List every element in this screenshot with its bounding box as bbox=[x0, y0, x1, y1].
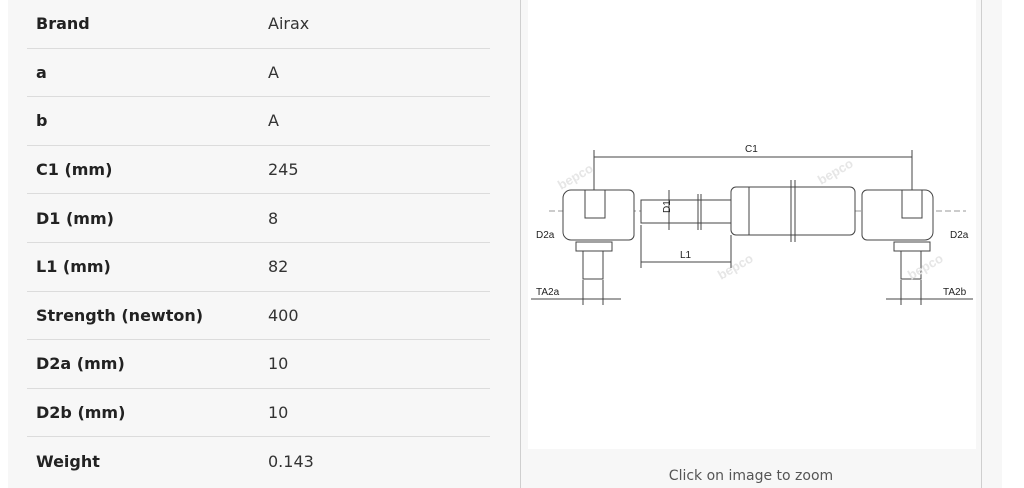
spec-row: Brand Airax bbox=[27, 0, 490, 49]
label-d2a-right: D2a bbox=[950, 230, 969, 241]
gas-strut-diagram: C1 D1 L1 D2a D2a TA2a TA2b bepco bepco b… bbox=[531, 144, 973, 305]
spec-label: D2b (mm) bbox=[36, 403, 126, 423]
spec-value: A bbox=[268, 111, 279, 131]
spec-row: C1 (mm) 245 bbox=[27, 146, 490, 195]
spec-value: 10 bbox=[268, 354, 289, 374]
spec-row: D1 (mm) 8 bbox=[27, 194, 490, 243]
spec-row: Weight 0.143 bbox=[27, 437, 490, 486]
spec-label: Weight bbox=[36, 452, 100, 472]
spec-value: 82 bbox=[268, 257, 289, 277]
watermark: bepco bbox=[715, 250, 756, 282]
spec-value: 10 bbox=[268, 403, 289, 423]
label-l1: L1 bbox=[680, 250, 692, 261]
watermark: bepco bbox=[555, 160, 596, 192]
spec-label: a bbox=[36, 62, 47, 82]
label-d2a-left: D2a bbox=[536, 230, 555, 241]
spec-row: D2a (mm) 10 bbox=[27, 340, 490, 389]
spec-value: 0.143 bbox=[268, 452, 314, 472]
spec-label: L1 (mm) bbox=[36, 257, 111, 277]
spec-row: D2b (mm) 10 bbox=[27, 389, 490, 438]
spec-label: b bbox=[36, 111, 48, 131]
product-image[interactable]: C1 D1 L1 D2a D2a TA2a TA2b bepco bepco b… bbox=[528, 0, 976, 449]
zoom-hint: Click on image to zoom bbox=[668, 468, 834, 484]
label-ta2b: TA2b bbox=[943, 287, 967, 298]
label-d1: D1 bbox=[662, 200, 673, 213]
spec-row: L1 (mm) 82 bbox=[27, 243, 490, 292]
label-ta2a: TA2a bbox=[536, 287, 560, 298]
spec-row: Strength (newton) 400 bbox=[27, 292, 490, 341]
spec-label: C1 (mm) bbox=[36, 160, 113, 180]
spec-value: 245 bbox=[268, 160, 299, 180]
spec-value: 400 bbox=[268, 305, 299, 325]
spec-value: A bbox=[268, 62, 279, 82]
spec-label: Strength (newton) bbox=[36, 305, 204, 325]
spec-label: D1 (mm) bbox=[36, 208, 114, 228]
spec-value: 8 bbox=[268, 208, 279, 228]
spec-value: Airax bbox=[268, 14, 310, 34]
watermark: bepco bbox=[815, 155, 856, 187]
label-c1: C1 bbox=[745, 144, 758, 155]
product-image-box: C1 D1 L1 D2a D2a TA2a TA2b bepco bepco b… bbox=[520, 0, 982, 488]
spec-label: Brand bbox=[36, 14, 90, 34]
spec-label: D2a (mm) bbox=[36, 354, 125, 374]
